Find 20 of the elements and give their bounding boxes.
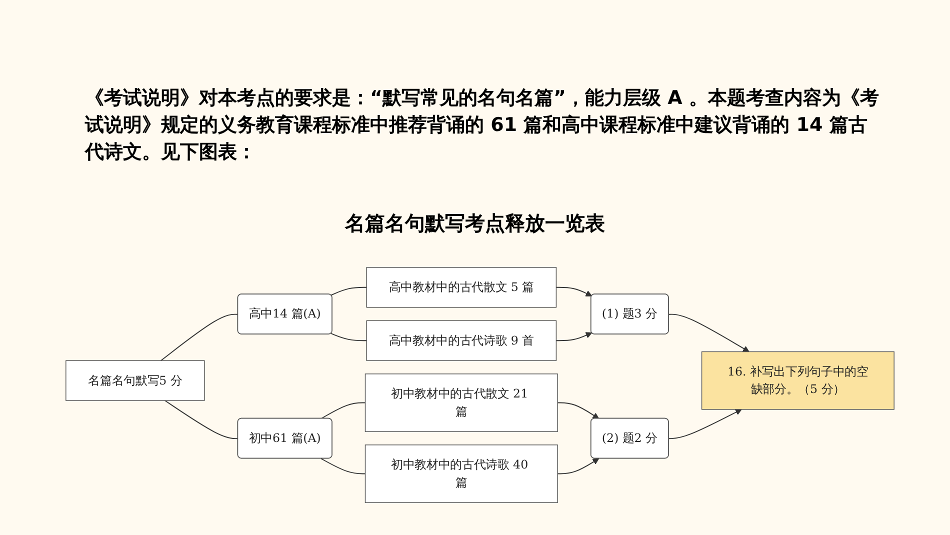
arrow: [556, 286, 592, 296]
connector: [164, 400, 239, 440]
intro-paragraph: 《考试说明》对本考点的要求是：“默写常见的名句名篇”，能力层级 A 。本题考查内容为《考试说明》规定的义务教育课程标准中推荐背诵的 61 篇和高中课程标准中建议背诵的 14 篇古代诗文。见下图表：: [85, 86, 880, 165]
arrow: [557, 402, 600, 419]
node-box: 初中教材中的古代散文 21 篇: [364, 374, 558, 432]
connector: [330, 286, 368, 296]
node-box: 名篇名句默写5 分: [66, 360, 205, 401]
arrow: [557, 458, 600, 474]
arrow: [556, 332, 592, 342]
diagram-title: 名篇名句默写考点释放一览表: [344, 210, 606, 237]
connector: [330, 333, 368, 342]
connector: [320, 402, 366, 420]
connector: [320, 458, 366, 474]
node-box: 16. 补写出下列句子中的空缺部分。（5 分）: [701, 351, 894, 410]
node-box: 初中教材中的古代诗歌 40 篇: [364, 444, 558, 503]
connector: [160, 314, 239, 362]
arrow: [668, 409, 742, 440]
arrow: [668, 314, 750, 352]
node-box: 高中教材中的古代诗歌 9 首: [366, 320, 557, 361]
node-box: 高中教材中的古代散文 5 篇: [366, 267, 557, 308]
